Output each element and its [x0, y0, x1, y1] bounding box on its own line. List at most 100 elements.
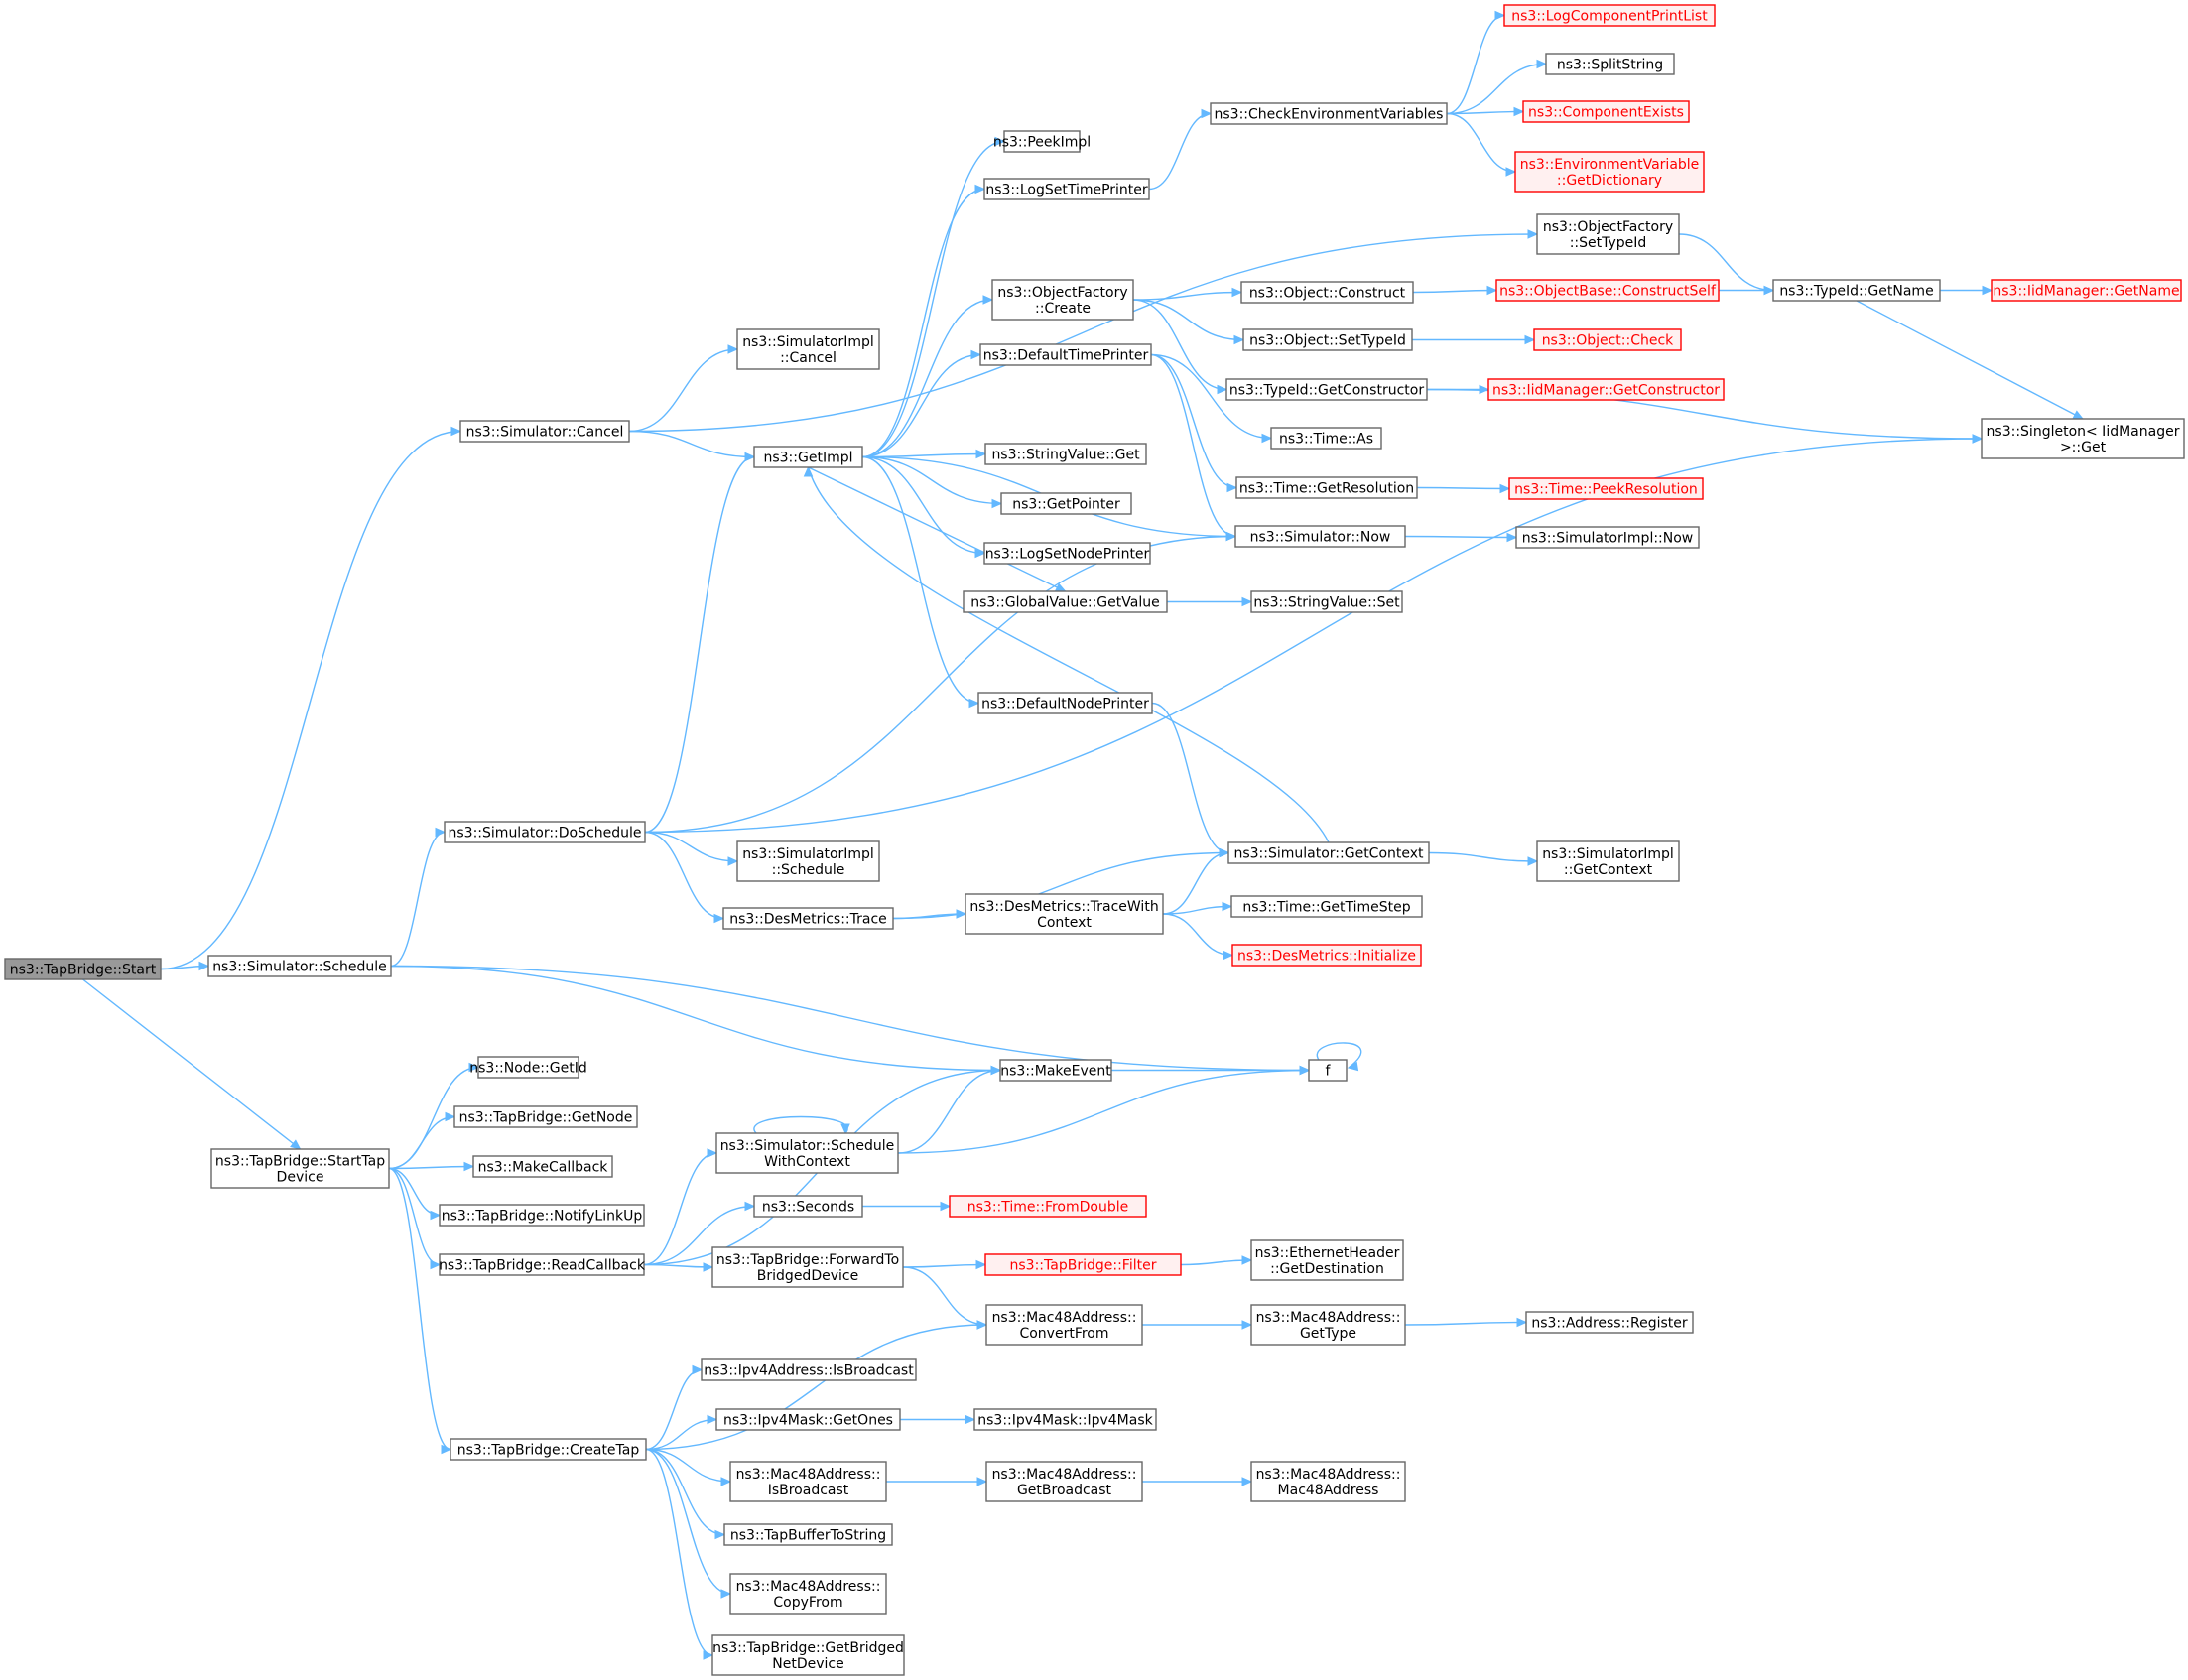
node-timeAs[interactable]: ns3::Time::As [1270, 427, 1382, 450]
node-typeIdGetName[interactable]: ns3::TypeId::GetName [1772, 279, 1941, 302]
node-globalValueGet[interactable]: ns3::GlobalValue::GetValue [963, 590, 1168, 613]
node-objCheck[interactable]: ns3::Object::Check [1533, 328, 1682, 351]
node-getImpl[interactable]: ns3::GetImpl [753, 446, 863, 468]
node-seconds[interactable]: ns3::Seconds [753, 1195, 863, 1218]
edge-simGetContext-to-simImplGetContext-arrowhead [1527, 856, 1539, 866]
node-nodeGetId[interactable]: ns3::Node::GetId [469, 1056, 587, 1079]
node-envVarGetDict[interactable]: ns3::EnvironmentVariable::GetDictionary [1514, 151, 1705, 193]
node-timeGetTimeStep[interactable]: ns3::Time::GetTimeStep [1230, 895, 1423, 918]
node-label: ns3::TapBridge::NotifyLinkUp [442, 1209, 643, 1225]
node-ipv4IsBroadcast[interactable]: ns3::Ipv4Address::IsBroadcast [701, 1358, 917, 1381]
node-singletonGet[interactable]: ns3::Singleton< IidManager>::Get [1981, 418, 2185, 459]
node-box [444, 821, 646, 843]
node-addressRegister[interactable]: ns3::Address::Register [1525, 1311, 1694, 1334]
node-getPointer[interactable]: ns3::GetPointer [1000, 492, 1132, 515]
node-macIsBroadcast[interactable]: ns3::Mac48Address::IsBroadcast [729, 1461, 887, 1502]
node-iidGetName[interactable]: ns3::IidManager::GetName [1991, 279, 2182, 302]
node-f[interactable]: f [1308, 1059, 1348, 1082]
node-simSchedule[interactable]: ns3::Simulator::Schedule [207, 955, 392, 977]
node-simNow[interactable]: ns3::Simulator::Now [1234, 525, 1406, 548]
node-ipv4MaskGetOnes[interactable]: ns3::Ipv4Mask::GetOnes [715, 1408, 901, 1431]
edge-simGetContext-to-getImpl [807, 466, 1330, 843]
node-simCancel[interactable]: ns3::Simulator::Cancel [459, 420, 630, 443]
node-componentExists[interactable]: ns3::ComponentExists [1522, 100, 1690, 123]
node-tapBufferToString[interactable]: ns3::TapBufferToString [723, 1523, 893, 1546]
edge-checkEnv-to-envVarGetDict-arrowhead [1505, 167, 1517, 177]
edge-startTap-to-tapCreateTap-arrowhead [441, 1444, 452, 1455]
edges-layer [82, 10, 2085, 1660]
node-objFactorySetTypeId[interactable]: ns3::ObjectFactory::SetTypeId [1536, 213, 1680, 255]
node-checkEnv[interactable]: ns3::CheckEnvironmentVariables [1210, 102, 1448, 125]
node-simImplNow[interactable]: ns3::SimulatorImpl::Now [1515, 526, 1700, 549]
node-box [1000, 492, 1132, 515]
node-tapNotifyLinkUp[interactable]: ns3::TapBridge::NotifyLinkUp [439, 1204, 645, 1227]
node-start[interactable]: ns3::TapBridge::Start [4, 958, 162, 980]
node-macCopyFrom[interactable]: ns3::Mac48Address::CopyFrom [729, 1573, 887, 1615]
node-iidGetConstructor[interactable]: ns3::IidManager::GetConstructor [1487, 378, 1725, 401]
node-defaultNodePrinter[interactable]: ns3::DefaultNodePrinter [977, 692, 1153, 714]
node-objBaseConstructSelf[interactable]: ns3::ObjectBase::ConstructSelf [1495, 279, 1720, 302]
node-objFactoryCreate[interactable]: ns3::ObjectFactory::Create [991, 279, 1134, 321]
node-macGetBroadcast[interactable]: ns3::Mac48Address::GetBroadcast [985, 1461, 1143, 1502]
node-timeFromDouble[interactable]: ns3::Time::FromDouble [949, 1195, 1147, 1218]
edge-checkEnv-to-logCompPrintList [1446, 14, 1505, 115]
node-stringValueSet[interactable]: ns3::StringValue::Set [1250, 590, 1403, 613]
node-defaultTimePrinter[interactable]: ns3::DefaultTimePrinter [979, 343, 1152, 366]
node-makeEvent[interactable]: ns3::MakeEvent [999, 1059, 1112, 1082]
node-timePeekResolution[interactable]: ns3::Time::PeekResolution [1508, 477, 1704, 500]
node-simDoSchedule[interactable]: ns3::Simulator::DoSchedule [444, 821, 646, 843]
node-box [4, 958, 162, 980]
node-simImplGetContext[interactable]: ns3::SimulatorImpl::GetContext [1536, 840, 1680, 882]
node-macCtor[interactable]: ns3::Mac48Address::Mac48Address [1250, 1461, 1406, 1502]
node-label: ns3::GetImpl [763, 451, 852, 466]
node-desInitialize[interactable]: ns3::DesMetrics::Initialize [1231, 944, 1422, 967]
node-tapCreateTap[interactable]: ns3::TapBridge::CreateTap [450, 1438, 647, 1461]
edge-objFactoryCreate-to-objSetTypeId-arrowhead [1233, 334, 1245, 345]
edge-checkEnv-to-componentExists [1446, 110, 1524, 115]
node-simImplCancel[interactable]: ns3::SimulatorImpl::Cancel [736, 328, 880, 370]
node-objConstruct[interactable]: ns3::Object::Construct [1240, 281, 1414, 304]
node-label: ns3::DesMetrics::TraceWith [969, 899, 1158, 915]
node-box [210, 1148, 390, 1189]
node-tapFilter[interactable]: ns3::TapBridge::Filter [984, 1253, 1182, 1276]
node-label: ns3::MakeEvent [1000, 1064, 1111, 1080]
node-splitString[interactable]: ns3::SplitString [1545, 53, 1675, 75]
edge-typeIdGetName-to-singletonGet-arrowhead [2072, 410, 2085, 420]
edge-tapReadCallback-to-seconds [643, 1205, 755, 1266]
node-label: ns3::Simulator::Cancel [466, 425, 624, 441]
node-logSetNodePrinter[interactable]: ns3::LogSetNodePrinter [983, 542, 1151, 565]
node-makeCallback[interactable]: ns3::MakeCallback [472, 1155, 613, 1178]
node-box [949, 1195, 1147, 1218]
node-simGetContext[interactable]: ns3::Simulator::GetContext [1227, 841, 1430, 864]
node-peekImpl[interactable]: ns3::PeekImpl [993, 130, 1091, 153]
node-ethGetDestination[interactable]: ns3::EthernetHeader::GetDestination [1250, 1239, 1404, 1281]
node-label: ns3::TypeId::GetName [1779, 284, 1933, 300]
node-macGetType[interactable]: ns3::Mac48Address::GetType [1250, 1304, 1406, 1346]
node-ipv4MaskIpv4Mask[interactable]: ns3::Ipv4Mask::Ipv4Mask [973, 1408, 1157, 1431]
node-box [1234, 525, 1406, 548]
node-logCompPrintList[interactable]: ns3::LogComponentPrintList [1503, 4, 1716, 27]
node-stringValueGet[interactable]: ns3::StringValue::Get [984, 443, 1147, 465]
node-simImplSchedule[interactable]: ns3::SimulatorImpl::Schedule [736, 840, 880, 882]
node-label: ns3::ComponentExists [1528, 105, 1684, 121]
node-tapGetNode[interactable]: ns3::TapBridge::GetNode [453, 1105, 638, 1128]
node-tapReadCallback[interactable]: ns3::TapBridge::ReadCallback [439, 1253, 646, 1276]
node-macConvertFrom[interactable]: ns3::Mac48Address::ConvertFrom [985, 1304, 1143, 1346]
edge-simGetContext-to-getImpl-arrowhead [803, 465, 814, 477]
edge-objFactoryCreate-to-objConstruct-arrowhead [1231, 287, 1243, 298]
edge-getImpl-to-getPointer [861, 455, 1002, 505]
edge-simDoSchedule-to-simImplSchedule-arrowhead [727, 856, 739, 866]
node-desTrace[interactable]: ns3::DesMetrics::Trace [722, 907, 894, 930]
node-box [1487, 378, 1725, 401]
node-objSetTypeId[interactable]: ns3::Object::SetTypeId [1242, 328, 1413, 351]
node-logSetTimePrinter[interactable]: ns3::LogSetTimePrinter [983, 178, 1150, 200]
edge-simScheduleWithContext-to-makeEvent-arrowhead [990, 1065, 1002, 1076]
node-typeIdGetConstructor[interactable]: ns3::TypeId::GetConstructor [1225, 378, 1428, 401]
node-label: ns3::Address::Register [1531, 1316, 1688, 1332]
node-timeGetResolution[interactable]: ns3::Time::GetResolution [1235, 476, 1418, 499]
